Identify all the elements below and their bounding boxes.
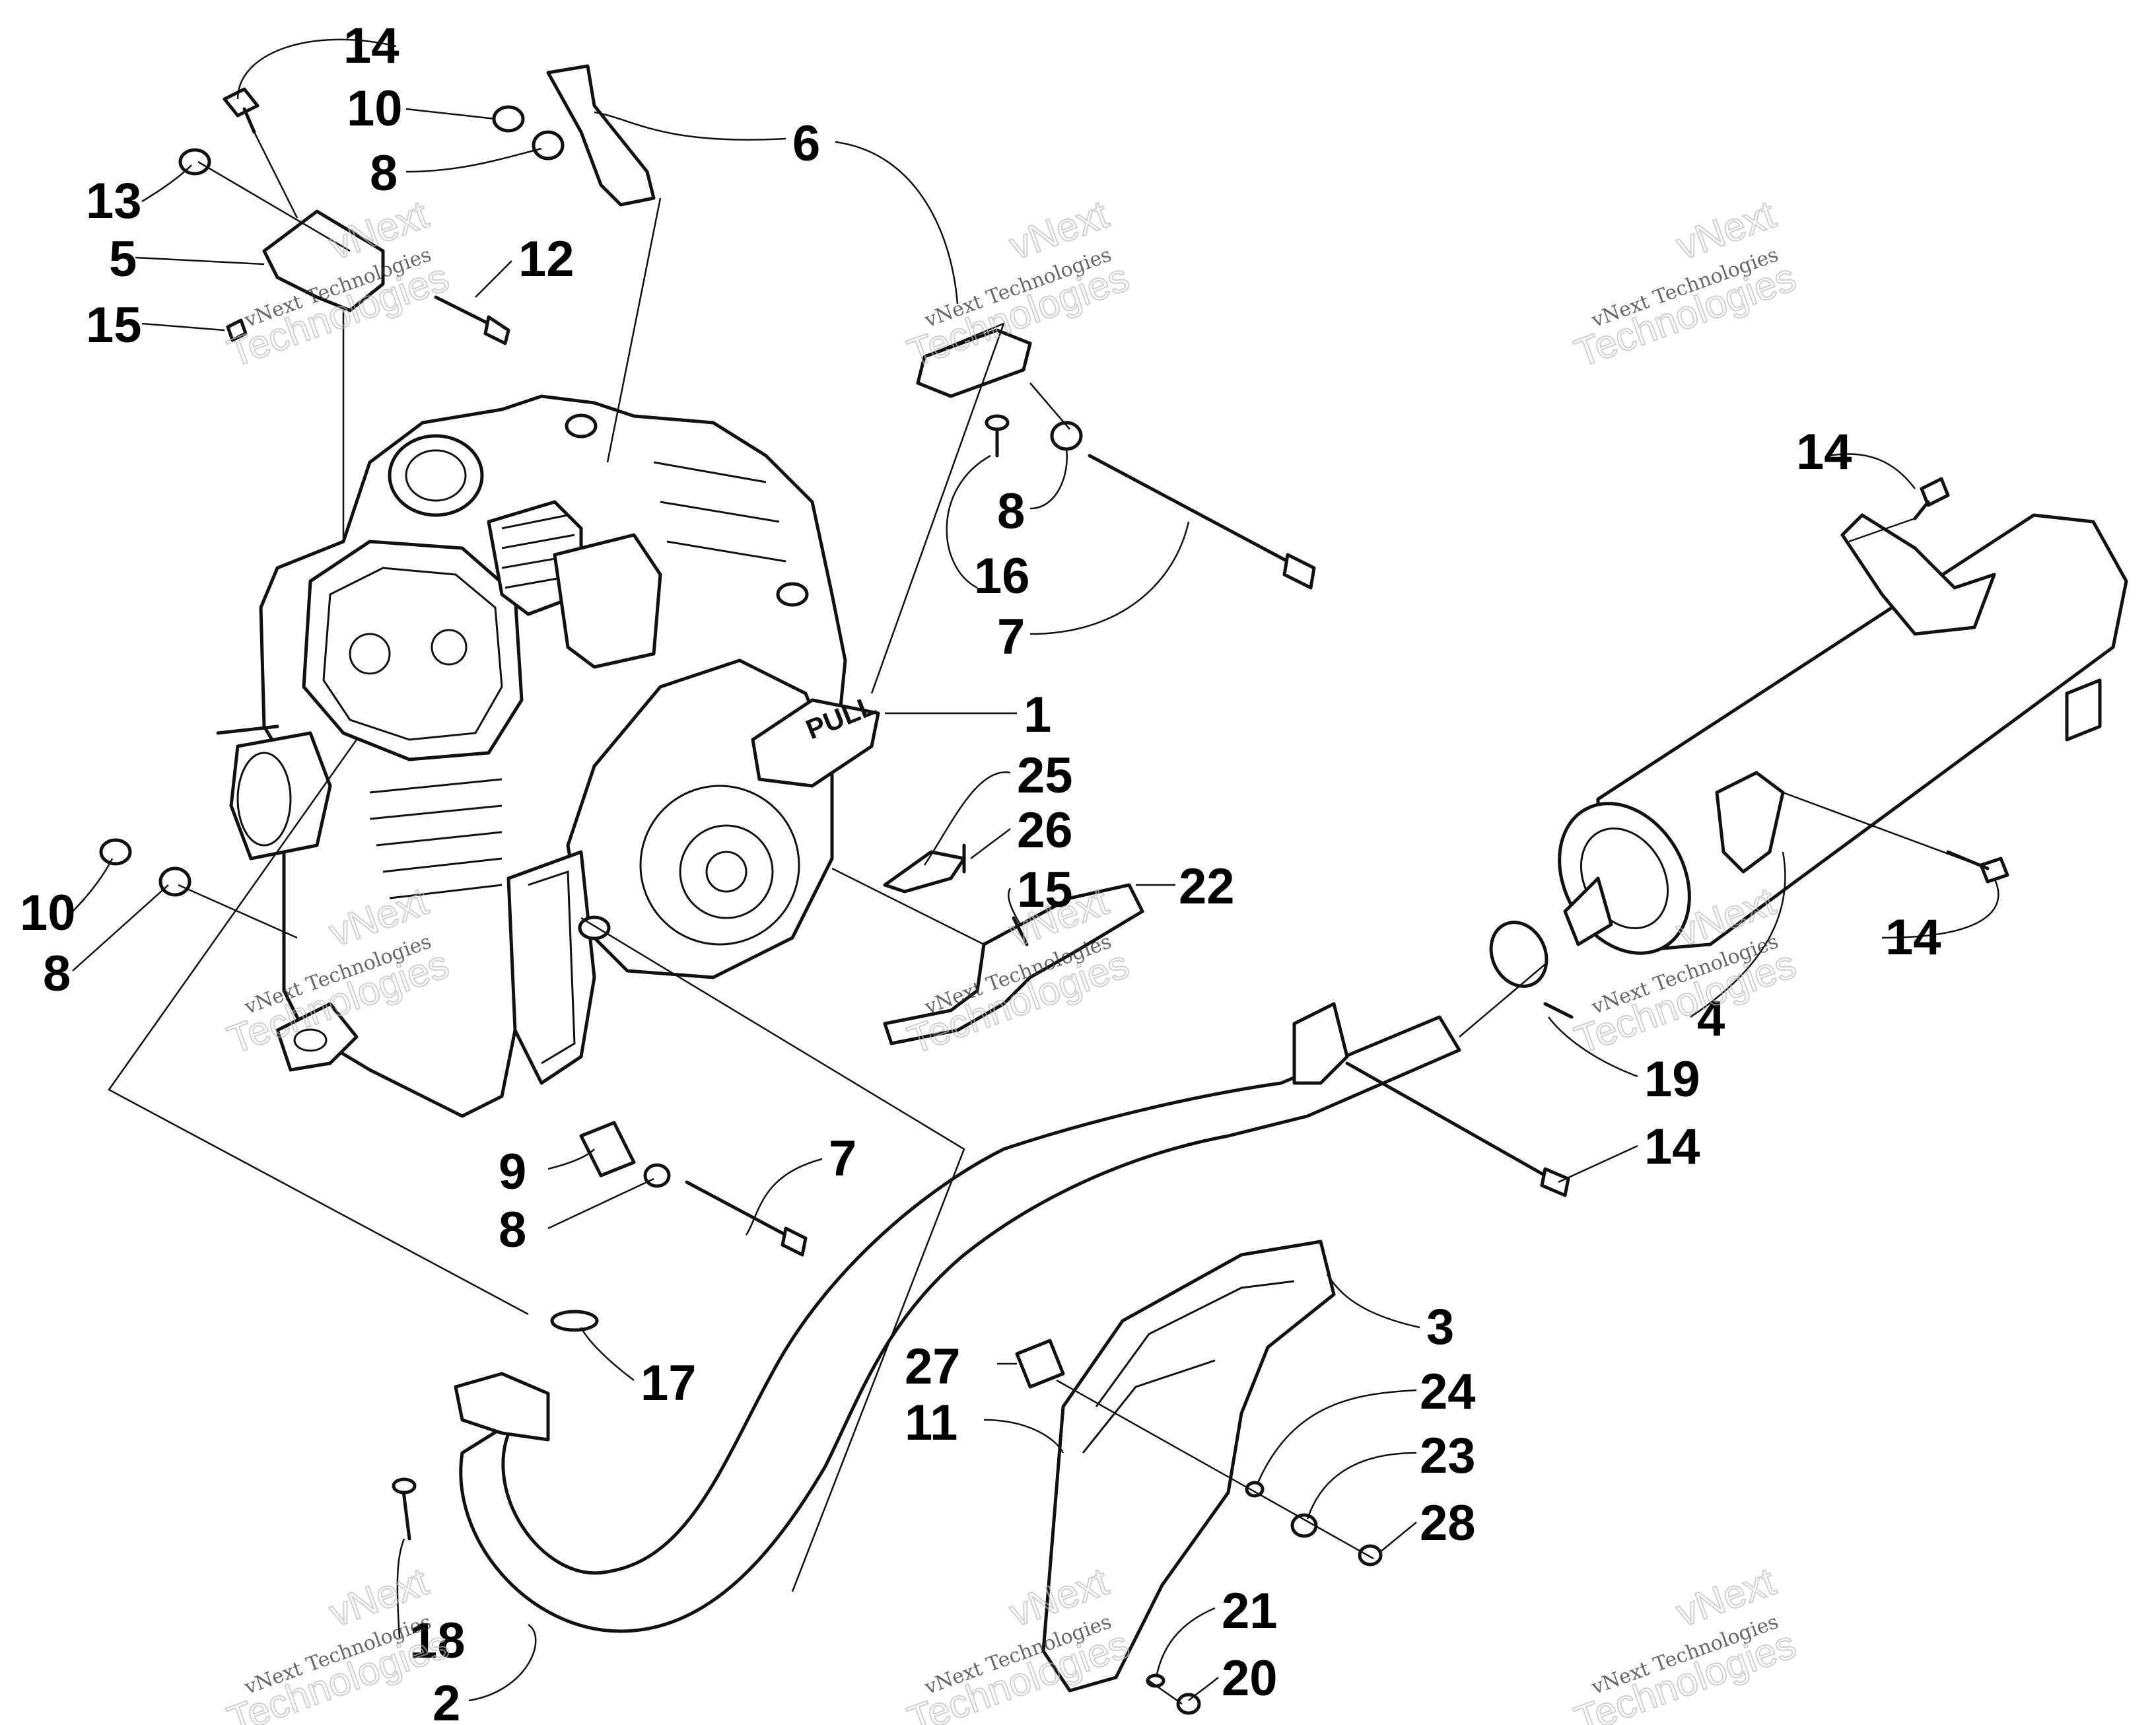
engine-bracket-6b: [916, 328, 1032, 398]
callout-15: 15: [1017, 862, 1073, 918]
callout-18: 18: [409, 1613, 466, 1669]
nut-10a: [492, 105, 525, 133]
callout-17: 17: [641, 1355, 697, 1411]
bolt-14c: [1979, 857, 2009, 884]
bolt-18: [401, 1484, 411, 1541]
callout-7: 7: [997, 609, 1025, 665]
callout-8: 8: [370, 145, 398, 201]
callout-24: 24: [1420, 1364, 1476, 1420]
bolt-7b: [685, 1180, 788, 1237]
gasket-17: [550, 1310, 599, 1332]
heat-shield: [1041, 1240, 1336, 1693]
screw-20: [1176, 1693, 1201, 1715]
washer-8a: [532, 130, 565, 160]
bolt-12: [434, 295, 491, 326]
callout-5: 5: [109, 231, 137, 287]
callout-23: 23: [1420, 1428, 1476, 1484]
callout-4: 4: [1697, 991, 1725, 1047]
bolt-14b: [1920, 477, 1950, 507]
nut-13: [178, 148, 211, 176]
callout-9: 9: [499, 1144, 526, 1200]
assembly-lines: [108, 131, 1988, 1705]
callout-19: 19: [1644, 1051, 1700, 1108]
callout-21: 21: [1222, 1583, 1278, 1639]
washer-8c: [158, 866, 191, 897]
callout-8: 8: [997, 483, 1025, 540]
engine-bracket-6: [546, 64, 656, 207]
callout-10: 10: [347, 81, 403, 137]
muffler: [1558, 513, 2128, 955]
callout-8: 8: [499, 1202, 526, 1258]
bolt-14a: [223, 87, 260, 118]
callout-6: 6: [792, 116, 820, 172]
spacer-9: [579, 1121, 636, 1178]
pipe-flange: [454, 1372, 550, 1442]
callout-1: 1: [1024, 687, 1051, 743]
nut-10b: [99, 838, 132, 866]
callout-3: 3: [1426, 1299, 1454, 1355]
callout-11: 11: [905, 1395, 957, 1451]
callout-12: 12: [518, 231, 574, 287]
engine-bracket-5: [262, 209, 385, 312]
callout-25: 25: [1017, 748, 1073, 804]
gasket-25: [883, 850, 966, 894]
callout-15: 15: [86, 297, 142, 353]
callout-2: 2: [433, 1675, 460, 1725]
washer-23: [1290, 1513, 1318, 1538]
callout-numbers: 14 10 8 6 13 5 12 15 14 8 16 7 1 25 26 1…: [20, 18, 1941, 1725]
screw-15b: [1012, 916, 1029, 946]
callout-20: 20: [1222, 1650, 1278, 1707]
callout-27: 27: [905, 1339, 961, 1395]
callout-14: 14: [1885, 909, 1941, 966]
callout-leaders: [72, 38, 2000, 1702]
bracket-22: [883, 883, 1144, 1045]
callout-14: 14: [343, 18, 400, 74]
callout-22: 22: [1179, 859, 1235, 915]
washer-8d: [643, 1163, 671, 1188]
exhaust-header-pipe: [459, 1015, 1461, 1633]
callout-14: 14: [1644, 1119, 1700, 1175]
callout-28: 28: [1420, 1495, 1476, 1551]
callout-7: 7: [829, 1131, 856, 1187]
spacer-27: [1015, 1339, 1065, 1389]
pipe-mount-bracket: [1292, 1002, 1349, 1085]
screw-28: [1358, 1544, 1383, 1567]
long-bolt-7a: [1088, 454, 1290, 563]
callout-8: 8: [43, 946, 71, 1002]
callout-16: 16: [974, 548, 1030, 604]
grommet-24: [1245, 1481, 1265, 1498]
callout-13: 13: [86, 173, 142, 229]
callout-14: 14: [1796, 424, 1852, 480]
screw-15a: [226, 318, 248, 342]
engine-assembly: PULL: [216, 394, 880, 1118]
callout-26: 26: [1017, 802, 1073, 859]
callout-10: 10: [20, 885, 76, 941]
bolt-14d: [1345, 1061, 1547, 1178]
clamp-19: [1489, 921, 1548, 988]
